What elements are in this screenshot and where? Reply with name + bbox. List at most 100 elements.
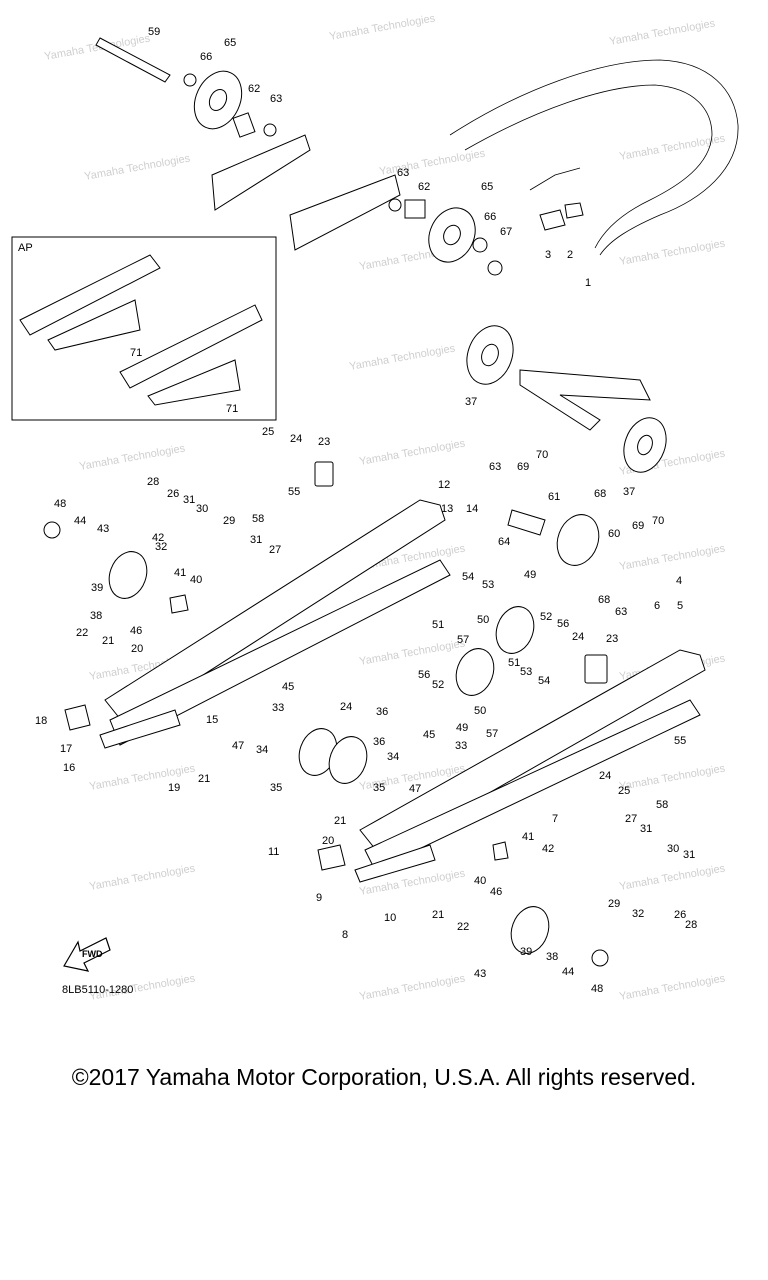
watermark-text: Yamaha Technologies (618, 542, 726, 573)
watermark-text: Yamaha Technologies (358, 437, 466, 468)
part-label: 39 (520, 946, 532, 958)
part-label: 26 (674, 909, 686, 921)
part-label: 31 (683, 849, 695, 861)
part-label: 68 (594, 488, 606, 500)
watermark-text: Yamaha Technologies (608, 17, 716, 48)
fwd-arrow-icon: FWD (63, 937, 111, 972)
part-label: 31 (640, 823, 652, 835)
part-label: 63 (397, 167, 409, 179)
part-label: 59 (148, 26, 160, 38)
part-label: 71 (226, 403, 238, 415)
part-label: 21 (334, 815, 346, 827)
inset-ap: AP (11, 236, 277, 421)
part-label: 42 (542, 843, 554, 855)
diagram-code: 8LB5110-1280 (62, 984, 133, 996)
part-label: 66 (484, 211, 496, 223)
part-label: 55 (288, 486, 300, 498)
part-label: 60 (608, 528, 620, 540)
part-label: 48 (54, 498, 66, 510)
part-label: 63 (489, 461, 501, 473)
part-label: 20 (131, 643, 143, 655)
watermark-text: Yamaha Technologies (83, 152, 191, 183)
watermark-text: Yamaha Technologies (328, 12, 436, 43)
part-label: 70 (536, 449, 548, 461)
part-label: 37 (465, 396, 477, 408)
part-label: 62 (248, 83, 260, 95)
part-label: 43 (474, 968, 486, 980)
part-label: 7 (552, 813, 558, 825)
part-label: 47 (232, 740, 244, 752)
part-label: 28 (147, 476, 159, 488)
part-label: 63 (615, 606, 627, 618)
part-label: 10 (384, 912, 396, 924)
part-label: 27 (625, 813, 637, 825)
part-label: 23 (606, 633, 618, 645)
part-label: 17 (60, 743, 72, 755)
part-label: 56 (557, 618, 569, 630)
part-label: 44 (74, 515, 86, 527)
rear-axle-top (95, 37, 277, 138)
part-label: 34 (256, 744, 268, 756)
part-label: 21 (198, 773, 210, 785)
part-label: 56 (418, 669, 430, 681)
part-label: 24 (599, 770, 611, 782)
part-label: 21 (432, 909, 444, 921)
part-label: 36 (373, 736, 385, 748)
part-label: 30 (196, 503, 208, 515)
part-label: 26 (167, 488, 179, 500)
part-label: 53 (482, 579, 494, 591)
part-label: 40 (190, 574, 202, 586)
part-label: 14 (466, 503, 478, 515)
part-label: 13 (441, 503, 453, 515)
watermark-text: Yamaha Technologies (378, 147, 486, 178)
watermark-text: Yamaha Technologies (618, 762, 726, 793)
part-label: 5 (677, 600, 683, 612)
part-label: 49 (456, 722, 468, 734)
part-label: 6 (654, 600, 660, 612)
rear-arm (466, 325, 667, 473)
watermark-text: Yamaha Technologies (618, 132, 726, 163)
part-label: 40 (474, 875, 486, 887)
part-label: 69 (632, 520, 644, 532)
watermark-text: Yamaha Technologies (618, 237, 726, 268)
part-label: 24 (340, 701, 352, 713)
part-label: 23 (318, 436, 330, 448)
part-label: 46 (490, 886, 502, 898)
slide-rail-right (354, 649, 706, 883)
small-parts (43, 461, 609, 967)
part-label: 71 (130, 347, 142, 359)
part-label: 3 (545, 249, 551, 261)
part-label: 24 (572, 631, 584, 643)
clip-parts (539, 202, 584, 231)
part-label: 20 (322, 835, 334, 847)
part-label: 65 (224, 37, 236, 49)
part-label: 38 (90, 610, 102, 622)
upper-rail-left (211, 134, 401, 251)
part-label: 41 (522, 831, 534, 843)
watermark-text: Yamaha Technologies (358, 637, 466, 668)
part-label: 4 (676, 575, 682, 587)
part-label: 22 (76, 627, 88, 639)
part-label: 34 (387, 751, 399, 763)
part-label: 36 (376, 706, 388, 718)
part-label: 58 (656, 799, 668, 811)
part-label: 61 (548, 491, 560, 503)
part-label: 32 (632, 908, 644, 920)
part-label: 66 (200, 51, 212, 63)
copyright-notice: ©2017 Yamaha Motor Corporation, U.S.A. A… (71, 1064, 697, 1090)
part-label: 48 (591, 983, 603, 995)
part-label: 2 (567, 249, 573, 261)
idler-wheels (108, 509, 600, 954)
part-label: 21 (102, 635, 114, 647)
part-label: 49 (524, 569, 536, 581)
part-label: 50 (474, 705, 486, 717)
watermark-text: Yamaha Technologies (618, 862, 726, 893)
part-label: 33 (272, 702, 284, 714)
part-label: 12 (438, 479, 450, 491)
track-belt (449, 59, 739, 256)
part-label: 54 (462, 571, 474, 583)
part-label: 28 (685, 919, 697, 931)
part-label: 31 (250, 534, 262, 546)
